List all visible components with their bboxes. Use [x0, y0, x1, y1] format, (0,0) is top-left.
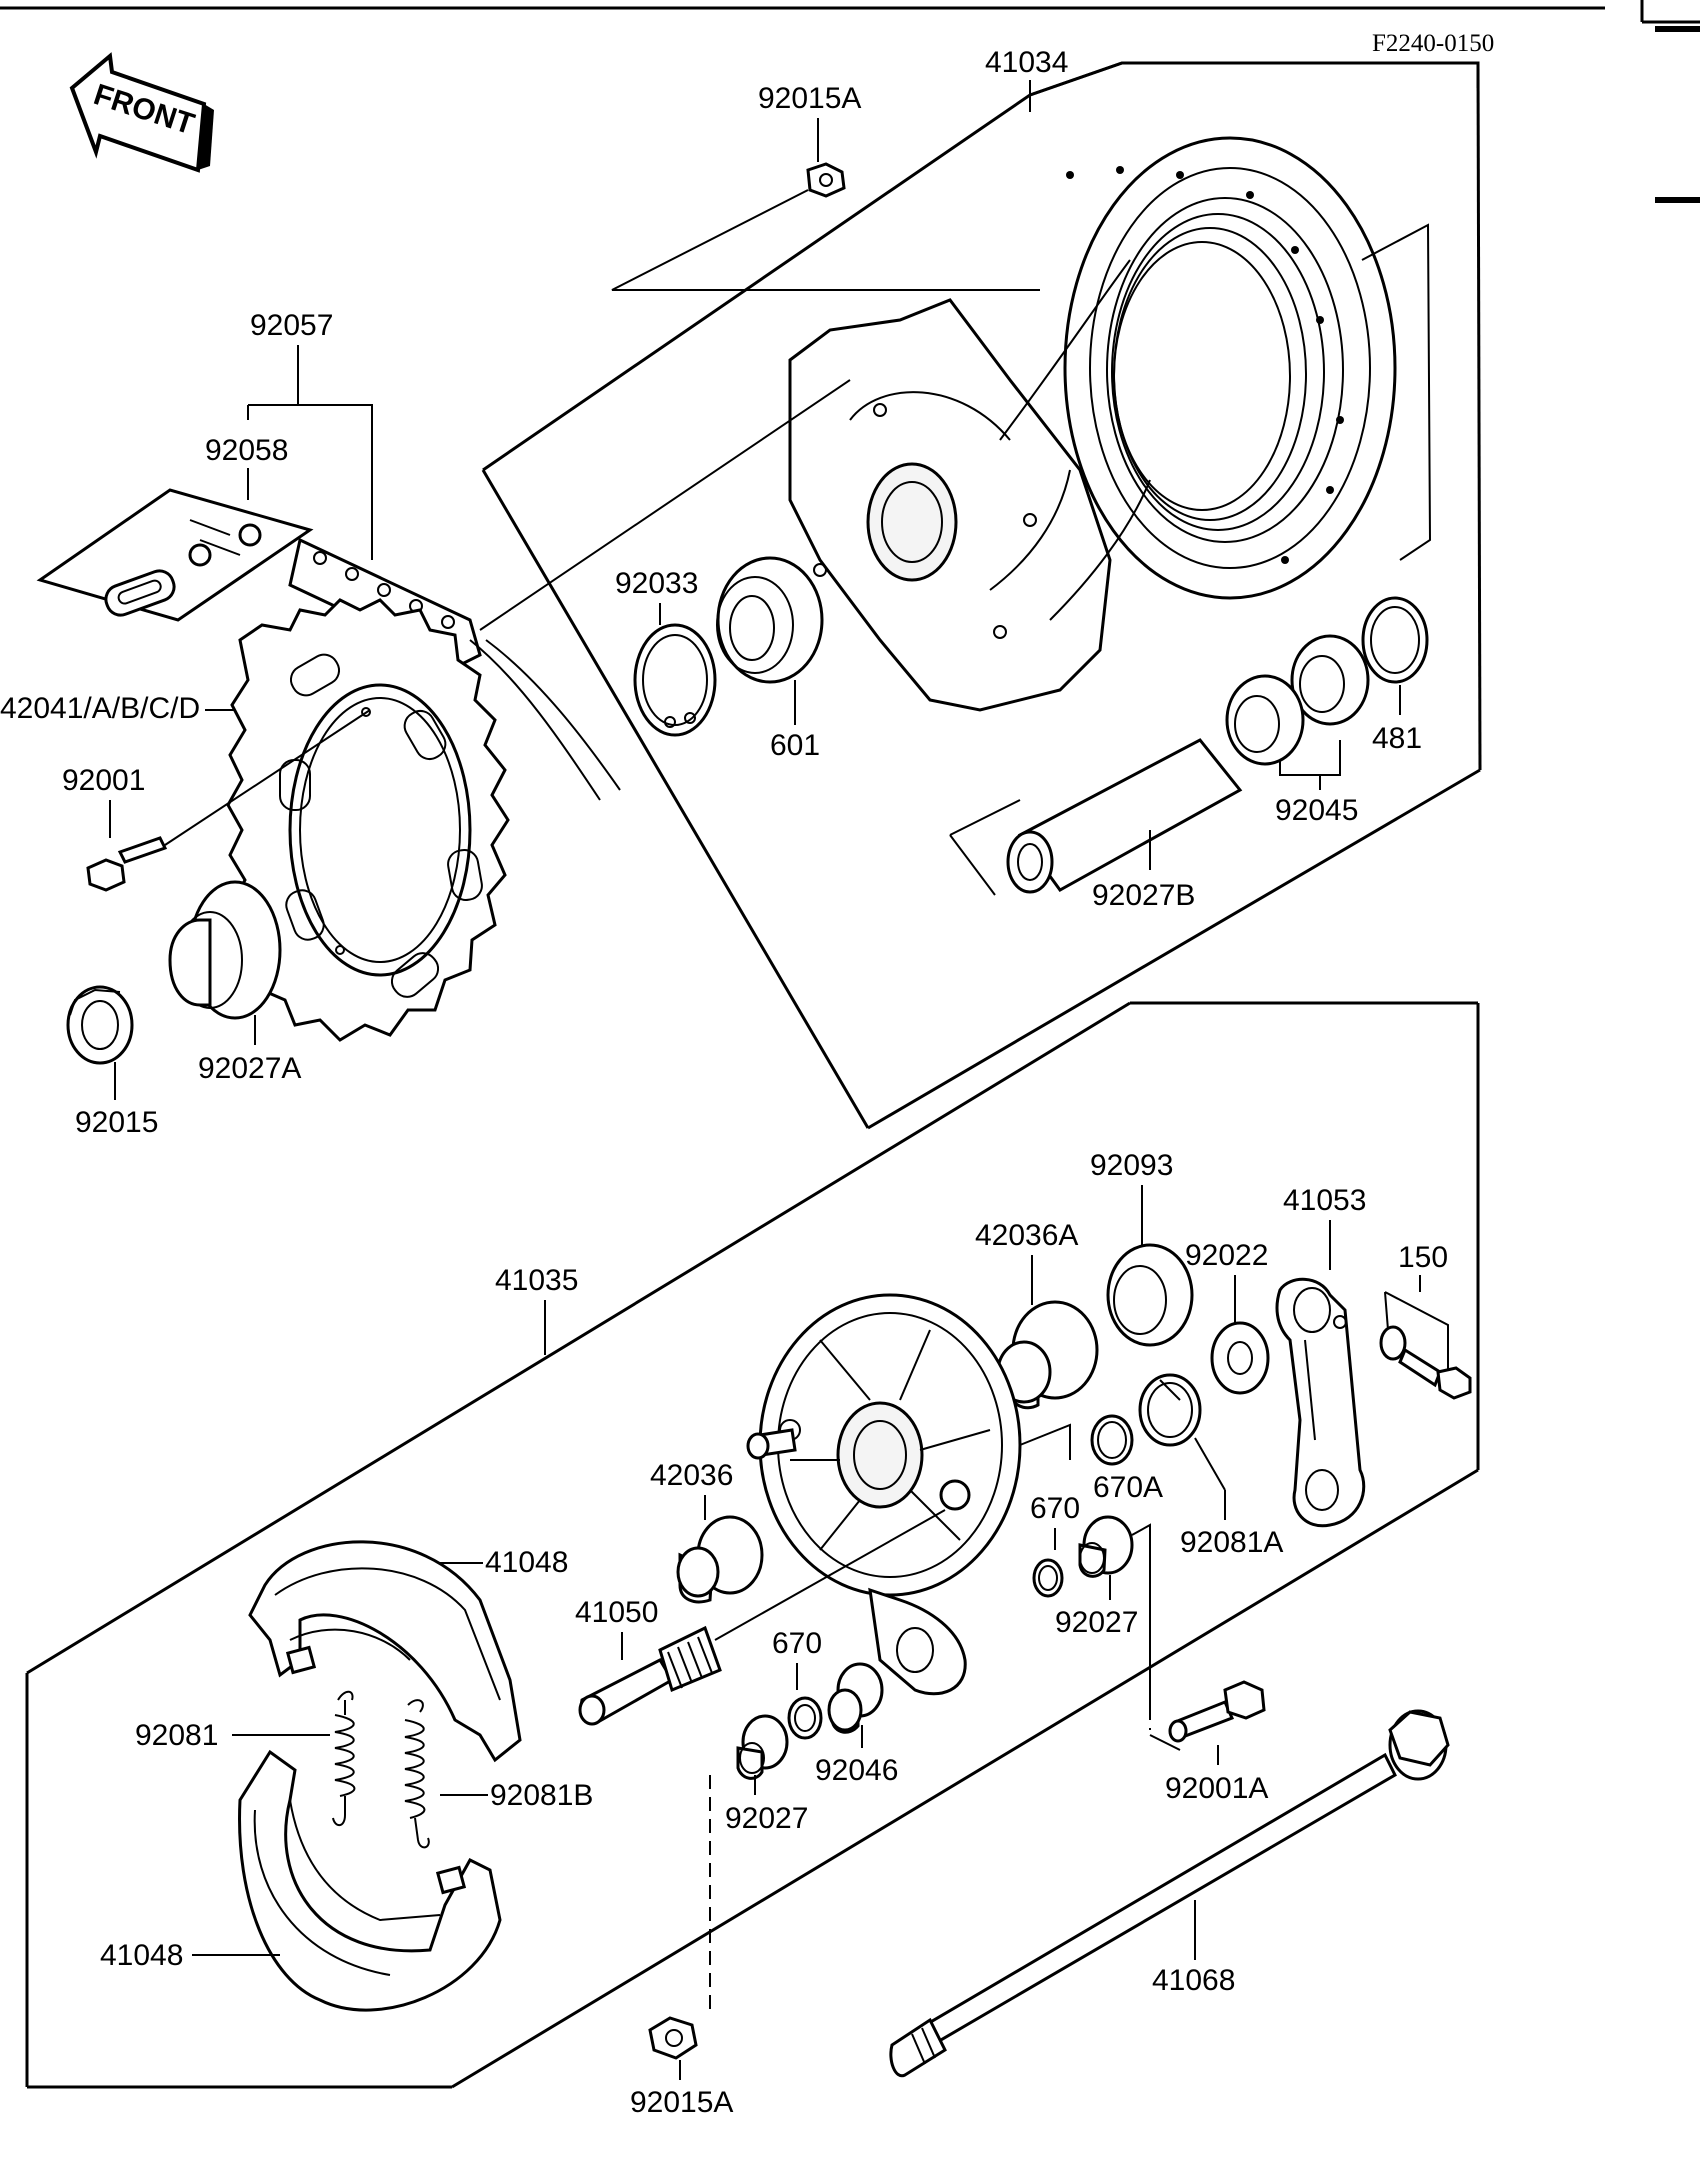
label-92001: 92001	[62, 764, 145, 797]
label-92057: 92057	[250, 309, 333, 342]
brake-panel-41035	[746, 1293, 1022, 1696]
brake-shoe-41048-bottom	[238, 1749, 502, 2012]
nut-92015A-top	[806, 162, 846, 198]
label-41034: 41034	[985, 46, 1068, 79]
circlip-92033	[633, 623, 717, 737]
label-481: 481	[1372, 722, 1422, 755]
brake-lever-41053	[1275, 1277, 1366, 1528]
bolt-92001	[86, 836, 168, 892]
label-670-lower: 670	[772, 1627, 822, 1660]
collar-42036	[676, 1515, 764, 1604]
label-92015: 92015	[75, 1106, 158, 1139]
bearings-92045	[1225, 634, 1370, 766]
brake-cam-41050	[578, 1625, 722, 1726]
label-92081: 92081	[135, 1719, 218, 1752]
label-92046: 92046	[815, 1754, 898, 1787]
diagram-code: F2240-0150	[1372, 30, 1494, 57]
label-92027-right: 92027	[1055, 1606, 1138, 1639]
label-92058: 92058	[205, 434, 288, 467]
label-41048-bottom: 41048	[100, 1939, 183, 1972]
brake-panel-assembly-outline	[25, 1001, 1480, 2089]
circlip-481	[1361, 596, 1429, 684]
label-92093: 92093	[1090, 1149, 1173, 1182]
oil-seal-92093	[1106, 1243, 1194, 1347]
label-92027A: 92027A	[198, 1052, 301, 1085]
spring-92081	[332, 1690, 356, 1827]
bearing-601	[716, 556, 824, 684]
rear-hub-41034	[788, 136, 1397, 712]
label-41035: 41035	[495, 1264, 578, 1297]
label-42041: 42041/A/B/C/D	[0, 692, 200, 725]
label-150: 150	[1398, 1241, 1448, 1274]
label-41048-top: 41048	[485, 1546, 568, 1579]
collar-92027-lower	[736, 1714, 789, 1780]
spring-92081A	[1138, 1373, 1202, 1447]
label-670A: 670A	[1093, 1471, 1163, 1504]
brake-shoe-41048-top	[248, 1540, 522, 1763]
nut-92015	[66, 985, 134, 1065]
label-92015A-top: 92015A	[758, 82, 861, 115]
spacer-92027B	[1006, 738, 1243, 894]
sprocket-42041	[226, 598, 510, 1042]
label-92045: 92045	[1275, 794, 1358, 827]
label-601: 601	[770, 729, 820, 762]
washer-92022	[1210, 1321, 1270, 1395]
label-92033: 92033	[615, 567, 698, 600]
label-92027-lower: 92027	[725, 1802, 808, 1835]
o-ring-670-lower	[787, 1696, 823, 1740]
label-92027B: 92027B	[1092, 879, 1195, 912]
label-41068: 41068	[1152, 1964, 1235, 1997]
label-41053: 41053	[1283, 1184, 1366, 1217]
label-92015A-bottom: 92015A	[630, 2086, 733, 2119]
chain-joint-92058	[36, 488, 314, 622]
label-42036A: 42036A	[975, 1219, 1078, 1252]
label-92022: 92022	[1185, 1239, 1268, 1272]
label-92081B: 92081B	[490, 1779, 593, 1812]
page-border	[0, 0, 1700, 203]
bolt-150	[1379, 1325, 1472, 1400]
label-670-upper: 670	[1030, 1492, 1080, 1525]
collar-92027A	[168, 880, 282, 1020]
nut-92015A-bottom	[648, 2016, 698, 2060]
front-arrow-icon: FRONT	[69, 52, 214, 173]
o-ring-670-upper	[1032, 1558, 1064, 1598]
label-42036: 42036	[650, 1459, 733, 1492]
hub-assembly-panel	[481, 61, 1482, 1130]
bushing-92046	[827, 1662, 884, 1734]
label-92081A: 92081A	[1180, 1526, 1283, 1559]
bolt-92001A	[1168, 1680, 1266, 1743]
label-92001A: 92001A	[1165, 1772, 1268, 1805]
label-41050: 41050	[575, 1596, 658, 1629]
o-ring-670A	[1090, 1414, 1134, 1466]
axle-41068	[889, 1709, 1450, 2078]
collar-92027-right	[1078, 1515, 1134, 1578]
spring-92081B	[404, 1699, 430, 1849]
